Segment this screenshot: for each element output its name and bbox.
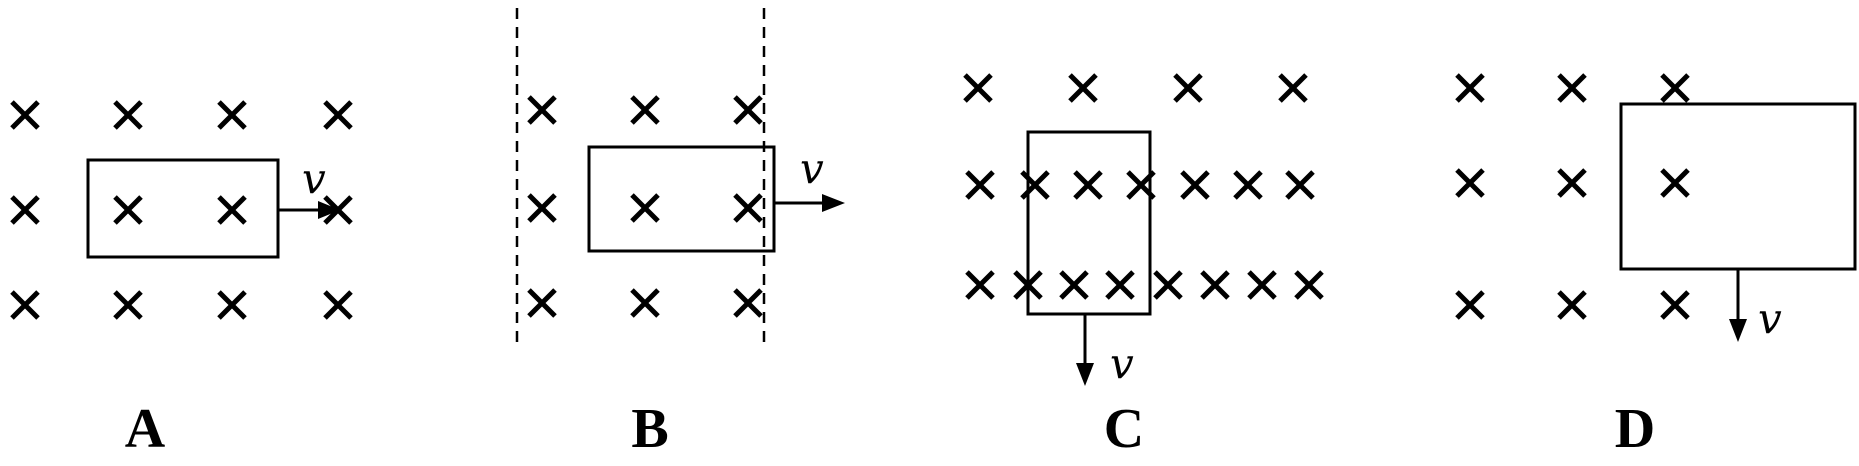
field-cross-icon [630, 193, 660, 223]
panel-label-c: C [1104, 398, 1144, 460]
field-cross-icon [1153, 270, 1183, 300]
velocity-label-b: v [800, 144, 824, 193]
field-cross-icon [10, 195, 40, 225]
field-cross-icon [1105, 270, 1135, 300]
field-cross-icon [733, 95, 763, 125]
field-cross-icon [217, 100, 247, 130]
field-cross-icon [10, 100, 40, 130]
field-cross-icon [323, 100, 353, 130]
panel-label-a: A [125, 398, 166, 460]
field-cross-icon [1068, 73, 1098, 103]
field-cross-icon [10, 290, 40, 320]
field-cross-icon [1247, 270, 1277, 300]
field-cross-icon [965, 270, 995, 300]
magnetic-field-c [963, 73, 1324, 300]
velocity-label-a: v [302, 154, 326, 203]
magnetic-field-a [10, 100, 353, 320]
arrow-head-icon [1729, 319, 1747, 342]
field-cross-icon [1233, 170, 1263, 200]
field-cross-icon [1294, 270, 1324, 300]
field-cross-icon [1557, 290, 1587, 320]
field-cross-icon [527, 193, 557, 223]
magnetic-field-d [1455, 73, 1690, 320]
panel-a: v A [10, 100, 353, 460]
field-cross-icon [1660, 168, 1690, 198]
field-cross-icon [527, 95, 557, 125]
field-cross-icon [113, 195, 143, 225]
panel-label-d: D [1615, 398, 1655, 460]
field-cross-icon [1660, 290, 1690, 320]
field-cross-icon [733, 288, 763, 318]
field-cross-icon [965, 170, 995, 200]
velocity-label-d: v [1758, 294, 1782, 343]
field-cross-icon [1455, 290, 1485, 320]
magnetic-field-b [527, 95, 763, 318]
field-cross-icon [1059, 270, 1089, 300]
coil-frame-d [1619, 102, 1857, 271]
arrow-head-icon [822, 194, 845, 212]
coil-frame-a [86, 158, 280, 259]
field-cross-icon [1020, 170, 1050, 200]
field-cross-icon [217, 195, 247, 225]
field-cross-icon [1285, 170, 1315, 200]
field-cross-icon [1455, 168, 1485, 198]
panel-label-b: B [631, 398, 668, 460]
field-cross-icon [1660, 73, 1690, 103]
field-cross-icon [1455, 73, 1485, 103]
field-cross-icon [963, 73, 993, 103]
field-cross-icon [1200, 270, 1230, 300]
field-cross-icon [630, 288, 660, 318]
field-cross-icon [1557, 168, 1587, 198]
velocity-label-c: v [1110, 339, 1134, 388]
field-cross-icon [113, 290, 143, 320]
field-cross-icon [733, 193, 763, 223]
panel-d: v D [1455, 73, 1857, 460]
field-cross-icon [217, 290, 247, 320]
field-cross-icon [1557, 73, 1587, 103]
field-cross-icon [527, 288, 557, 318]
field-cross-icon [323, 290, 353, 320]
panel-c: v C [963, 73, 1324, 460]
arrow-head-icon [318, 201, 340, 219]
field-cross-icon [1278, 73, 1308, 103]
field-cross-icon [630, 95, 660, 125]
coil-frame-b [587, 145, 776, 253]
coil-frame-c [1026, 130, 1152, 316]
field-cross-icon [1073, 170, 1103, 200]
field-cross-icon [1173, 73, 1203, 103]
panel-b: v B [515, 8, 845, 460]
field-cross-icon [1180, 170, 1210, 200]
field-cross-icon [113, 100, 143, 130]
arrow-head-icon [1076, 363, 1094, 386]
